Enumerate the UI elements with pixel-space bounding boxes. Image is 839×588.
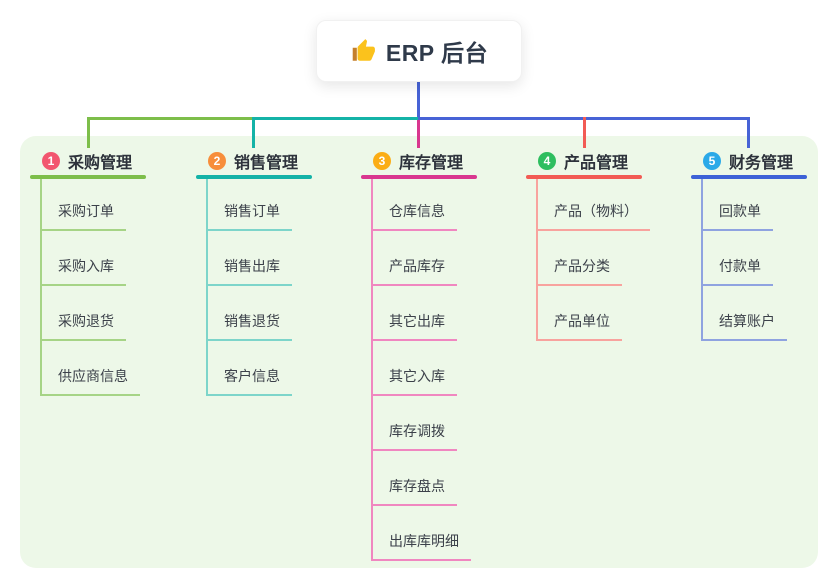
connector-drop-sales bbox=[252, 117, 255, 148]
connector-drop-finance bbox=[747, 117, 750, 148]
node-payment-doc[interactable]: 付款单 bbox=[701, 231, 773, 286]
branch-sales-title[interactable]: 2 销售管理 bbox=[196, 150, 346, 172]
branch-label: 销售管理 bbox=[234, 155, 299, 172]
connector-drop-product bbox=[583, 117, 586, 148]
branch-child-rail bbox=[206, 179, 208, 396]
branch-child-rail bbox=[40, 179, 42, 396]
node-supplier-info[interactable]: 供应商信息 bbox=[40, 341, 140, 396]
node-purchase-inbound[interactable]: 采购入库 bbox=[40, 231, 126, 286]
branch-underline bbox=[526, 175, 642, 179]
branch-product-title[interactable]: 4 产品管理 bbox=[526, 150, 676, 172]
branches-panel bbox=[20, 136, 818, 568]
branch-finance-title[interactable]: 5 财务管理 bbox=[691, 150, 839, 172]
branch-inventory: 3 库存管理 仓库信息 产品库存 其它出库 其它入库 库存调拨 库存盘点 出库库… bbox=[361, 150, 511, 561]
node-outbound-detail[interactable]: 出库库明细 bbox=[371, 506, 471, 561]
branch-inventory-title[interactable]: 3 库存管理 bbox=[361, 150, 511, 172]
branch-sales: 2 销售管理 销售订单 销售出库 销售退货 客户信息 bbox=[196, 150, 346, 396]
branch-label: 财务管理 bbox=[729, 155, 794, 172]
node-product-stock[interactable]: 产品库存 bbox=[371, 231, 457, 286]
branch-number-badge: 4 bbox=[538, 152, 556, 170]
node-stock-transfer[interactable]: 库存调拨 bbox=[371, 396, 457, 451]
branch-child-rail bbox=[536, 179, 538, 341]
connector-rail-teal bbox=[254, 117, 418, 120]
branch-number-badge: 2 bbox=[208, 152, 226, 170]
node-sales-return[interactable]: 销售退货 bbox=[206, 286, 292, 341]
branch-label: 产品管理 bbox=[564, 155, 629, 172]
branch-procurement: 1 采购管理 采购订单 采购入库 采购退货 供应商信息 bbox=[30, 150, 180, 396]
branch-product: 4 产品管理 产品（物料） 产品分类 产品单位 bbox=[526, 150, 676, 341]
connector-rail-green bbox=[87, 117, 254, 120]
branch-number-badge: 3 bbox=[373, 152, 391, 170]
branch-child-rail bbox=[371, 179, 373, 561]
root-node[interactable]: ERP 后台 bbox=[316, 20, 522, 82]
branch-procurement-title[interactable]: 1 采购管理 bbox=[30, 150, 180, 172]
node-product-material[interactable]: 产品（物料） bbox=[536, 176, 650, 231]
node-other-inbound[interactable]: 其它入库 bbox=[371, 341, 457, 396]
branch-underline bbox=[361, 175, 477, 179]
node-customer-info[interactable]: 客户信息 bbox=[206, 341, 292, 396]
node-stock-count[interactable]: 库存盘点 bbox=[371, 451, 457, 506]
branch-child-rail bbox=[701, 179, 703, 341]
node-sales-outbound[interactable]: 销售出库 bbox=[206, 231, 292, 286]
node-warehouse-info[interactable]: 仓库信息 bbox=[371, 176, 457, 231]
branch-number-badge: 5 bbox=[703, 152, 721, 170]
node-purchase-order[interactable]: 采购订单 bbox=[40, 176, 126, 231]
node-receipt-doc[interactable]: 回款单 bbox=[701, 176, 773, 231]
connector-drop-inventory bbox=[417, 120, 420, 148]
branch-underline bbox=[691, 175, 807, 179]
branch-finance: 5 财务管理 回款单 付款单 结算账户 bbox=[691, 150, 839, 341]
root-node-label: ERP 后台 bbox=[385, 40, 489, 66]
connector-drop-procurement bbox=[87, 117, 90, 148]
node-product-category[interactable]: 产品分类 bbox=[536, 231, 622, 286]
connector-root-stem bbox=[417, 82, 420, 118]
branch-label: 采购管理 bbox=[68, 155, 133, 172]
node-other-outbound[interactable]: 其它出库 bbox=[371, 286, 457, 341]
branch-label: 库存管理 bbox=[399, 155, 464, 172]
branch-underline bbox=[196, 175, 312, 179]
branch-number-badge: 1 bbox=[42, 152, 60, 170]
node-sales-order[interactable]: 销售订单 bbox=[206, 176, 292, 231]
thumbs-up-icon bbox=[350, 38, 376, 64]
node-purchase-return[interactable]: 采购退货 bbox=[40, 286, 126, 341]
node-product-unit[interactable]: 产品单位 bbox=[536, 286, 622, 341]
node-settlement-account[interactable]: 结算账户 bbox=[701, 286, 787, 341]
branch-underline bbox=[30, 175, 146, 179]
